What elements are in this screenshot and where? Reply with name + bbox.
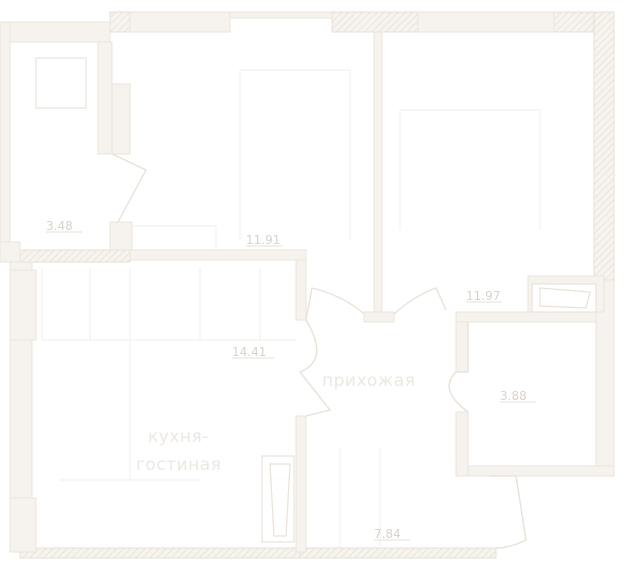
interior-walls: [97, 31, 605, 553]
area-bedroom-1: 11.91: [246, 233, 280, 247]
area-wc: 3.88: [500, 389, 527, 403]
exterior-walls: [19, 11, 615, 559]
shower-tray: [35, 57, 87, 109]
area-labels: 3.48 11.91 11.97 14.41 3.88 7.84: [46, 219, 536, 541]
area-bedroom-2: 11.97: [466, 289, 500, 303]
area-hallway: 7.84: [374, 527, 401, 541]
furniture-hints: [41, 69, 541, 548]
room-name-kitchen-line1: кухня-: [148, 427, 209, 447]
area-bathroom: 3.48: [46, 219, 73, 233]
room-names: прихожая кухня- гостиная: [136, 371, 415, 475]
wall-outlines: [0, 11, 615, 553]
bath-fixtures: [35, 57, 597, 543]
area-kitchen-living: 14.41: [232, 345, 266, 359]
door-swings: [111, 153, 527, 549]
room-name-hallway: прихожая: [322, 371, 415, 391]
room-name-kitchen-line2: гостиная: [136, 455, 221, 475]
